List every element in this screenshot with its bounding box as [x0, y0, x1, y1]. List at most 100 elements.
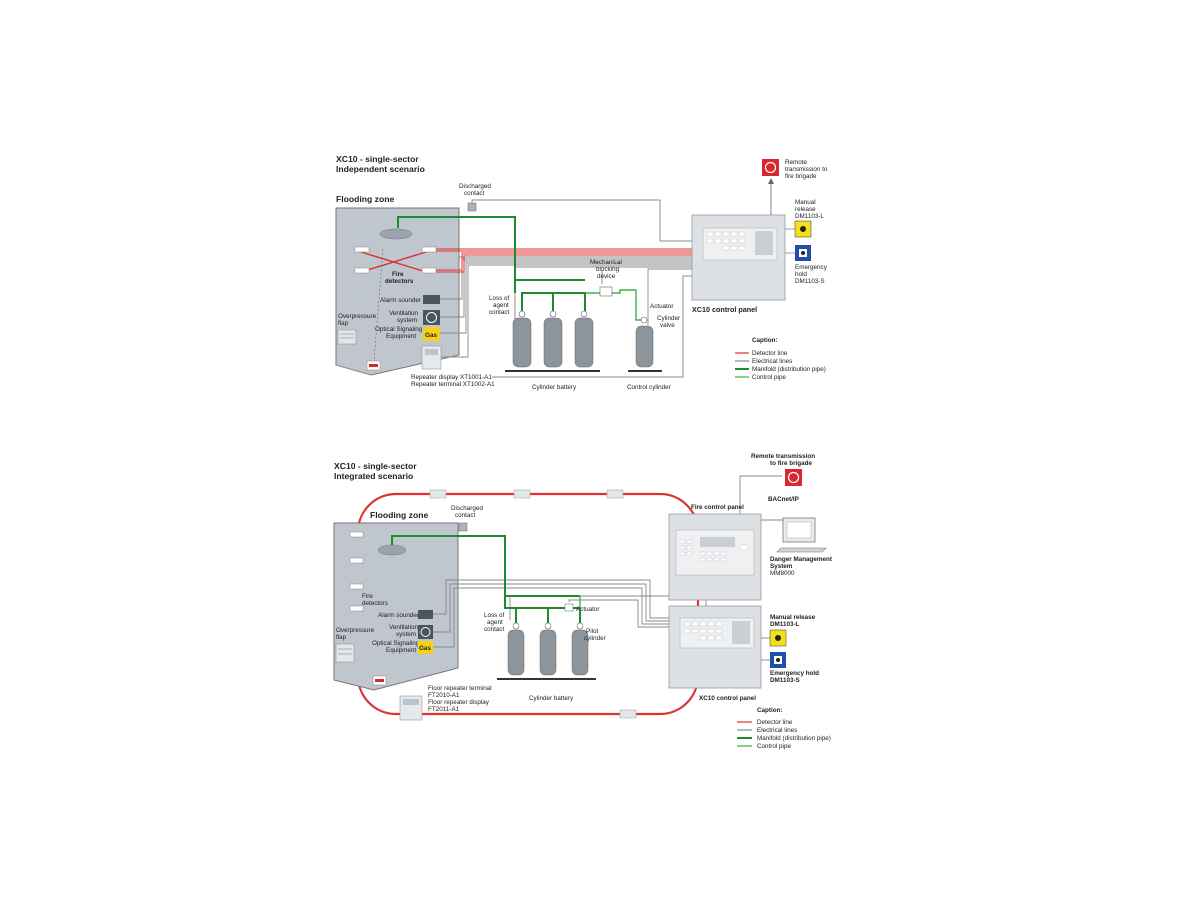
bottom-emergency-label-1: Emergency hold [770, 670, 819, 677]
bottom-dms-label-3: MM8000 [770, 570, 795, 577]
top-mech-device [599, 286, 613, 297]
top-emergency-label-3: DM1103-S [795, 278, 825, 285]
top-overpressure-flap [337, 329, 357, 345]
top-title-line1: XC10 - single-sector [336, 154, 419, 164]
bottom-overpressure-label-1: Overpressure [336, 627, 375, 634]
top-diagram: XC10 - single-sector Independent scenari… [335, 154, 828, 391]
bottom-xc10-control-panel [668, 605, 762, 689]
top-remote-label-3: fire brigade [785, 173, 817, 180]
bottom-optical-label-1: Optical Signaling [372, 640, 420, 647]
top-manual-release-inroom [366, 360, 381, 371]
top-mech-label-1: Mechanical [590, 259, 622, 266]
bottom-caption-title: Caption: [757, 707, 783, 714]
bottom-alarm-sounder-label: Alarm sounder [378, 612, 419, 619]
top-discharged-label-1: Discharged [459, 183, 491, 190]
bottom-bacnet-label: BACnet/IP [768, 496, 799, 503]
top-fire-detectors-2: detectors [385, 278, 414, 285]
bottom-fire-detectors-1: Fire [362, 593, 373, 600]
bottom-loss-label-2: agent [487, 619, 503, 626]
bottom-fire-panel-label: Fire control panel [691, 504, 744, 511]
top-manual-label-3: DM1103-L [795, 213, 824, 220]
top-detector-2 [421, 246, 437, 253]
bottom-manual-label-2: DM1103-L [770, 621, 800, 628]
bottom-flooding-zone-label: Flooding zone [370, 510, 428, 520]
top-mech-label-3: device [597, 273, 616, 280]
top-control-panel-label: XC10 control panel [692, 305, 757, 314]
bottom-manual-release-button [769, 629, 787, 647]
top-control-cylinder [628, 316, 662, 372]
bottom-discharged-contact [458, 522, 468, 532]
bottom-fire-control-panel [668, 513, 762, 601]
bottom-pilot-label-1: Pilot [586, 628, 598, 635]
bottom-discharged-label-2: contact [455, 512, 476, 519]
top-alarm-bell-icon [762, 159, 779, 176]
bottom-pilot-label-2: cylinder [584, 635, 606, 642]
bottom-loss-label-1: Loss of [484, 612, 505, 619]
top-emergency-label-1: Emergency [795, 264, 828, 271]
top-detector-3 [354, 267, 370, 274]
bottom-cylinder-battery-label: Cylinder battery [529, 695, 574, 702]
bottom-alarm-bell-icon [785, 469, 802, 486]
top-loss-label-1: Loss of [489, 295, 510, 302]
top-emergency-label-2: hold [795, 271, 807, 278]
top-repeater-label-1: Repeater display XT1001-A1 [411, 374, 492, 381]
top-overpressure-label-2: flap [338, 320, 349, 327]
bottom-cylinder-battery [497, 603, 596, 680]
top-detector-4 [421, 267, 437, 274]
bottom-computer-icon [776, 517, 827, 553]
bottom-manual-label-1: Manual release [770, 614, 816, 621]
top-ventilation-label-1: Ventilation [389, 310, 419, 317]
bottom-floor-repeater-device [399, 695, 423, 721]
top-actuator-label: Actuator [650, 303, 673, 310]
top-optical-label-2: Equipment [386, 333, 416, 340]
bottom-gas-text: Gas [419, 645, 431, 652]
bottom-floor-rep-4: FT2011-A1 [428, 706, 460, 713]
top-legend-electrical: Electrical lines [752, 358, 792, 365]
bottom-remote-label-1: Remote transmission [751, 453, 815, 460]
top-control-pipe [585, 289, 644, 321]
top-cylinder-battery-label: Cylinder battery [532, 384, 577, 391]
bottom-floor-rep-3: Floor repeater display [428, 699, 490, 706]
top-manual-label-2: release [795, 206, 816, 213]
bottom-discharged-label-1: Discharged [451, 505, 483, 512]
bottom-legend-detector: Detector line [757, 719, 793, 726]
top-manual-label-1: Manual [795, 199, 816, 206]
top-repeater-label-2: Repeater terminal XT1002-A1 [411, 381, 495, 388]
bottom-dms-label-1: Danger Management [770, 556, 833, 563]
bottom-nozzle [377, 544, 407, 556]
top-nozzle [379, 228, 413, 240]
bottom-ventilation-label-1: Ventilation [389, 624, 419, 631]
bottom-floor-rep-1: Floor repeater terminal [428, 685, 492, 692]
bottom-legend-electrical: Electrical lines [757, 727, 797, 734]
top-detector-cross [360, 251, 427, 273]
bottom-loop-modules [429, 489, 637, 719]
top-detector-lines [436, 248, 692, 273]
bottom-title-line2: Integrated scenario [334, 471, 413, 481]
top-legend: Caption: Detector line Electrical lines … [735, 337, 826, 381]
top-emergency-hold-button [795, 245, 811, 261]
top-legend-control-pipe: Control pipe [752, 374, 786, 381]
bottom-title-line1: XC10 - single-sector [334, 461, 417, 471]
top-remote-label-1: Remote [785, 159, 808, 166]
bottom-loss-label-3: contact [484, 626, 505, 633]
top-discharged-label-2: contact [464, 190, 485, 197]
top-loss-label-3: contact [489, 309, 510, 316]
bottom-diagram: XC10 - single-sector Integrated scenario… [333, 453, 833, 750]
bottom-emergency-hold-button [770, 652, 786, 668]
top-repeater-device [421, 345, 442, 370]
bottom-control-panel-label: XC10 control panel [699, 695, 756, 702]
top-legend-manifold: Manifold (distribution pipe) [752, 366, 826, 373]
bottom-legend-control-pipe: Control pipe [757, 743, 791, 750]
top-cyl-valve-label-2: valve [660, 322, 675, 329]
bottom-legend: Caption: Detector line Electrical lines … [737, 707, 831, 750]
bottom-optical-label-2: Equipment [386, 647, 416, 654]
top-detector-1 [354, 246, 370, 253]
bottom-emergency-label-2: DM1103-S [770, 677, 800, 684]
top-gas-text: Gas [425, 332, 437, 339]
top-alarm-sounder-device [423, 295, 440, 304]
bottom-remote-label-2: to fire brigade [770, 460, 812, 467]
top-control-cylinder-label: Control cylinder [627, 384, 671, 391]
top-remote-label-2: transmission to [785, 166, 828, 173]
top-manifold [397, 216, 586, 314]
